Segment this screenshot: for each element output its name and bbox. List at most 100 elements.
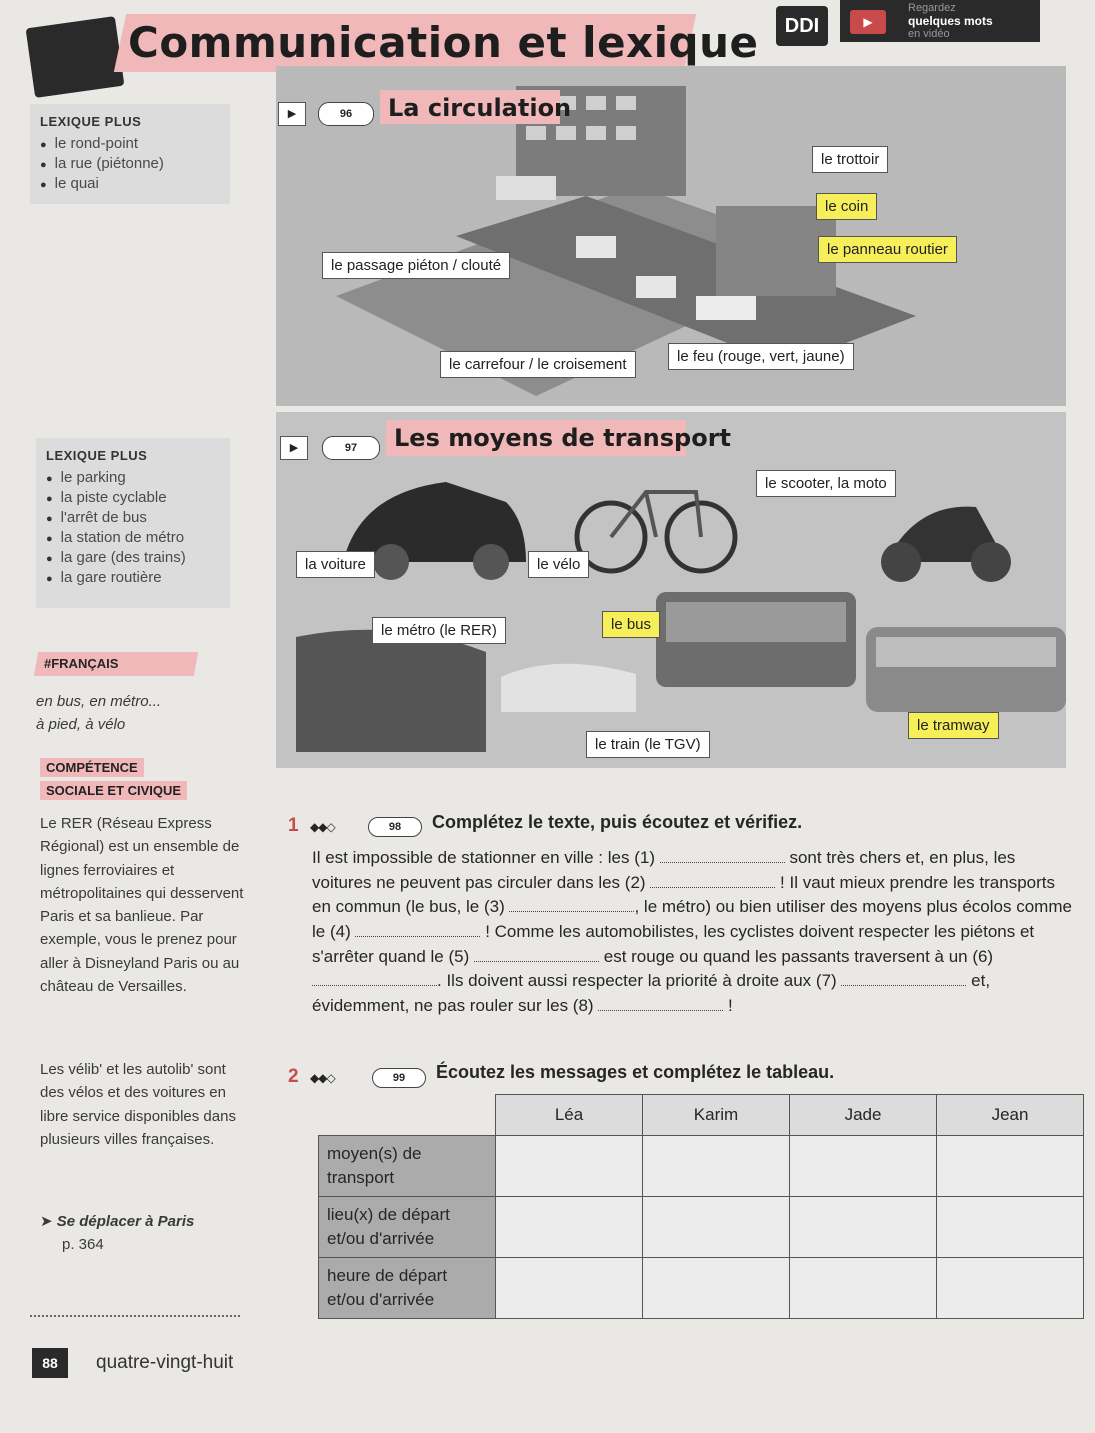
- answer-cell[interactable]: [642, 1135, 790, 1197]
- lexique-item: la rue (piétonne): [40, 155, 220, 172]
- label-tramway: le tramway: [908, 712, 999, 739]
- blank-8[interactable]: [598, 996, 724, 1011]
- lexique-item: la piste cyclable: [46, 489, 220, 506]
- video-line-1: Regardez: [908, 2, 956, 14]
- answer-cell[interactable]: [495, 1196, 643, 1258]
- text-segment: et, évidemment, ne pas rouler sur les (8…: [312, 971, 991, 1015]
- audio-track-badge[interactable]: 98: [368, 817, 422, 837]
- answer-cell[interactable]: [936, 1257, 1084, 1319]
- table-header-row: Léa Karim Jade Jean: [319, 1094, 1084, 1136]
- competence-velib: Les vélib' et les autolib' sont des vélo…: [40, 1061, 236, 1148]
- label-train: le train (le TGV): [586, 731, 710, 758]
- blank-1[interactable]: [659, 848, 785, 863]
- section-title-transport: Les moyens de transport: [394, 424, 732, 452]
- label-bus: le bus: [602, 611, 661, 638]
- label-scooter: le scooter, la moto: [756, 470, 896, 497]
- blank-6[interactable]: [312, 971, 437, 987]
- section-title-bg: [380, 90, 560, 124]
- audio-track-badge[interactable]: 99: [372, 1068, 426, 1088]
- video-line-2: quelques mots: [908, 14, 993, 28]
- answer-cell[interactable]: [789, 1135, 937, 1197]
- blank-2[interactable]: [650, 873, 776, 888]
- lexique-item: le quai: [40, 175, 220, 192]
- text-segment: , le métro) ou bien utiliser des moyens …: [312, 897, 1072, 941]
- exercise-2-number: 2: [288, 1066, 299, 1087]
- column-header: Jade: [789, 1094, 937, 1136]
- text-segment: Il est impossible de stationner en ville…: [312, 848, 655, 867]
- column-header: Jean: [936, 1094, 1084, 1136]
- play-icon[interactable]: ▶: [850, 10, 886, 34]
- lexique-item: le parking: [46, 469, 220, 486]
- label-trottoir: le trottoir: [812, 146, 889, 173]
- lexique-item: la station de métro: [46, 529, 220, 546]
- ddi-badge[interactable]: DDI: [776, 6, 828, 46]
- label-metro: le métro (le RER): [372, 617, 506, 644]
- link-page: p. 364: [62, 1236, 104, 1254]
- text-segment: ! Comme les automobilistes, les cycliste…: [312, 921, 1035, 966]
- page-number-text: quatre-vingt-huit: [96, 1352, 234, 1373]
- answer-cell[interactable]: [495, 1257, 643, 1319]
- row-header: heure de départ et/ou d'arrivée: [318, 1257, 496, 1319]
- label-voiture: la voiture: [296, 551, 375, 578]
- table-row: heure de départ et/ou d'arrivée: [318, 1257, 1084, 1319]
- column-header: Léa: [495, 1094, 643, 1136]
- francais-note: en bus, en métro... à pied, à vélo: [36, 690, 161, 737]
- answer-cell[interactable]: [642, 1196, 790, 1258]
- label-feu: le feu (rouge, vert, jaune): [668, 343, 854, 370]
- row-header: moyen(s) de transport: [318, 1135, 496, 1197]
- blank-4[interactable]: [355, 922, 481, 937]
- audio-track-badge[interactable]: 97: [322, 436, 380, 460]
- exercise-1-number: 1: [288, 815, 299, 836]
- text-segment: sont très chers et, en plus, les voiture…: [312, 848, 1016, 892]
- label-coin: le coin: [816, 193, 878, 220]
- label-velo: le vélo: [528, 551, 590, 578]
- play-icon[interactable]: ▶: [280, 436, 308, 460]
- section-title-circulation: La circulation: [388, 94, 572, 122]
- video-line-3: en vidéo: [908, 28, 950, 40]
- difficulty-icon: ◆◆◇: [310, 820, 336, 834]
- page-title: Communication et lexique: [128, 18, 759, 67]
- column-header: Karim: [642, 1094, 790, 1136]
- divider: [30, 1315, 240, 1317]
- answer-cell[interactable]: [936, 1135, 1084, 1197]
- answer-cell[interactable]: [642, 1257, 790, 1319]
- lexique-item: la gare routière: [46, 569, 220, 586]
- lexique-item: la gare (des trains): [46, 549, 220, 566]
- answer-cell[interactable]: [789, 1196, 937, 1258]
- text-segment: est rouge ou quand les passants traverse…: [603, 946, 994, 966]
- lexique-item: le rond-point: [40, 135, 220, 152]
- answer-table: Léa Karim Jade Jean moyen(s) de transpor…: [318, 1094, 1084, 1319]
- text-segment: ! Il vaut mieux prendre les transports e…: [312, 872, 1055, 917]
- lexique-box-circulation: Lexique plus le rond-point la rue (piéto…: [30, 104, 230, 204]
- label-carrefour: le carrefour / le croisement: [440, 351, 636, 378]
- answer-cell[interactable]: [936, 1196, 1084, 1258]
- text-segment: . Ils doivent aussi respecter la priorit…: [437, 971, 837, 991]
- label-passage: le passage piéton / clouté: [322, 252, 511, 279]
- table-row: moyen(s) de transport: [318, 1135, 1084, 1197]
- link-text[interactable]: Se déplacer à Paris: [56, 1213, 195, 1230]
- arrow-icon: ➤: [40, 1213, 57, 1230]
- lexique-heading: Lexique plus: [46, 448, 148, 463]
- francais-line-2: à pied, à vélo: [36, 716, 126, 734]
- page-number: 88: [32, 1348, 68, 1378]
- table-row: lieu(x) de départ et/ou d'arrivée: [318, 1196, 1084, 1258]
- answer-cell[interactable]: [789, 1257, 937, 1319]
- label-panneau: le panneau routier: [818, 236, 957, 263]
- competence-link[interactable]: ➤ Se déplacer à Paris p. 364: [40, 1210, 194, 1257]
- text-segment: !: [728, 995, 733, 1015]
- blank-5[interactable]: [474, 947, 600, 962]
- competence-tag-2: sociale et civique: [40, 781, 188, 800]
- video-banner[interactable]: ▶ Regardez quelques mots en vidéo: [840, 0, 1040, 42]
- answer-cell[interactable]: [495, 1135, 643, 1197]
- blank-3[interactable]: [509, 897, 635, 913]
- audio-track-badge[interactable]: 96: [318, 102, 374, 126]
- transport-illustration: [276, 412, 1066, 768]
- blank-7[interactable]: [841, 971, 967, 987]
- table-corner: [319, 1095, 496, 1136]
- section-title-bg: [386, 420, 686, 456]
- francais-line-1: en bus, en métro...: [36, 693, 162, 710]
- difficulty-icon: ◆◆◇: [310, 1071, 336, 1085]
- play-icon[interactable]: ▶: [278, 102, 306, 126]
- lexique-box-transport: Lexique plus le parking la piste cyclabl…: [36, 438, 230, 608]
- francais-tag: #FRANÇAIS: [44, 656, 119, 671]
